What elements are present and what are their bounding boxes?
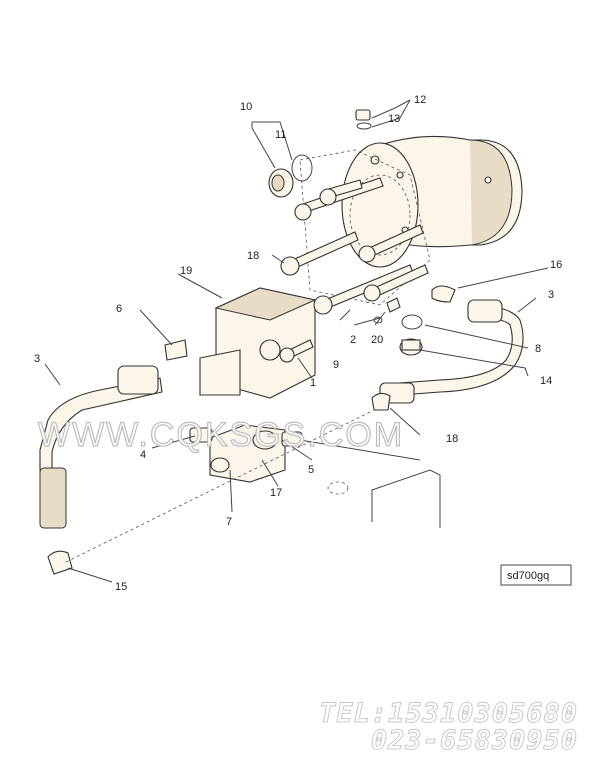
label-6: 12 bbox=[414, 94, 426, 106]
label-14: 4 bbox=[140, 449, 146, 461]
small-fittings bbox=[47, 109, 456, 575]
label-18-top: 18 bbox=[247, 250, 259, 262]
flange-outline bbox=[299, 149, 431, 306]
label-10: 9 bbox=[333, 359, 339, 371]
label-2: 2 bbox=[350, 334, 356, 346]
filter-head-block bbox=[199, 287, 317, 399]
contact-phone-secondary: 023-65830950 bbox=[370, 725, 578, 757]
label-19: 19 bbox=[180, 265, 192, 277]
label-11: 7 bbox=[226, 516, 232, 528]
label-5: 11 bbox=[275, 129, 286, 141]
pump-housing bbox=[341, 135, 523, 268]
label-18-bottom: 18 bbox=[446, 433, 458, 445]
part-number-labels: 10 11 12 13 18 19 6 16 3 8 14 3 1 2 9 20… bbox=[34, 94, 562, 593]
label-9: 8 bbox=[535, 343, 541, 355]
label-15: 17 bbox=[270, 487, 282, 499]
label-16: 16 bbox=[550, 259, 562, 271]
leader-lines bbox=[44, 99, 549, 583]
label-3-right: 3 bbox=[548, 289, 554, 301]
alignment-line bbox=[65, 411, 371, 563]
label-7: 13 bbox=[388, 113, 400, 125]
label-4: 10 bbox=[240, 101, 252, 113]
label-20: 20 bbox=[371, 334, 383, 346]
reference-code: sd700gq bbox=[507, 570, 549, 582]
label-17: 15 bbox=[115, 581, 127, 593]
label-1: 1 bbox=[310, 377, 316, 389]
label-13: 6 bbox=[116, 303, 122, 315]
bolts bbox=[279, 177, 429, 363]
label-8: 14 bbox=[540, 375, 552, 387]
label-12: 5 bbox=[308, 464, 314, 476]
tube-left bbox=[39, 365, 163, 529]
label-3-left: 3 bbox=[34, 353, 40, 365]
reference-code-box: sd700gq bbox=[500, 564, 572, 586]
base-bracket bbox=[299, 439, 441, 528]
contact-telephone: TEL:15310305680 bbox=[319, 698, 578, 730]
watermark-text: WWW.CQKSGS.COM bbox=[38, 416, 404, 454]
